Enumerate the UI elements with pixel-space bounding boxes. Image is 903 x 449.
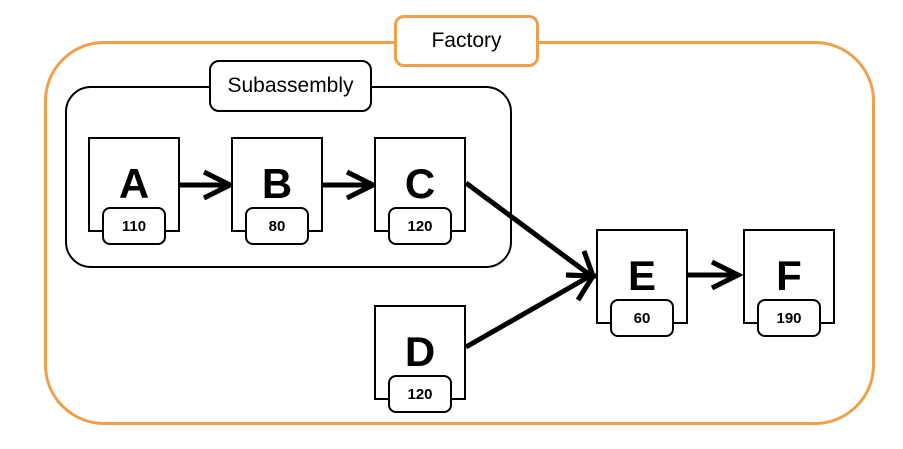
node-d-value: 120 xyxy=(388,375,452,413)
node-b: B 80 xyxy=(231,137,323,245)
node-f: F 190 xyxy=(743,229,835,337)
subassembly-label: Subassembly xyxy=(209,60,372,112)
node-e-value: 60 xyxy=(610,299,674,337)
node-d-letter: D xyxy=(404,328,436,375)
edge-c-to-e xyxy=(464,180,592,278)
node-b-value: 80 xyxy=(245,207,309,245)
edge-d-to-e-head xyxy=(565,272,598,302)
edge-e-to-f-head xyxy=(710,259,744,291)
node-d: D 120 xyxy=(374,305,466,413)
node-b-letter: B xyxy=(261,160,293,207)
node-e: E 60 xyxy=(596,229,688,337)
node-a: A 110 xyxy=(88,137,180,245)
edge-b-to-c-head xyxy=(345,169,379,201)
edge-d-to-e xyxy=(464,273,592,350)
subassembly-label-text: Subassembly xyxy=(227,74,354,97)
node-a-value: 110 xyxy=(102,207,166,245)
node-e-letter: E xyxy=(627,252,656,299)
node-c-value: 120 xyxy=(388,207,452,245)
node-c: C 120 xyxy=(374,137,466,245)
node-a-letter: A xyxy=(118,160,150,207)
node-f-value: 190 xyxy=(757,299,821,337)
node-c-letter: C xyxy=(404,160,436,207)
edge-a-to-b-head xyxy=(202,169,236,201)
node-f-letter: F xyxy=(776,252,802,299)
factory-label: Factory xyxy=(394,15,539,67)
factory-label-text: Factory xyxy=(431,29,502,52)
